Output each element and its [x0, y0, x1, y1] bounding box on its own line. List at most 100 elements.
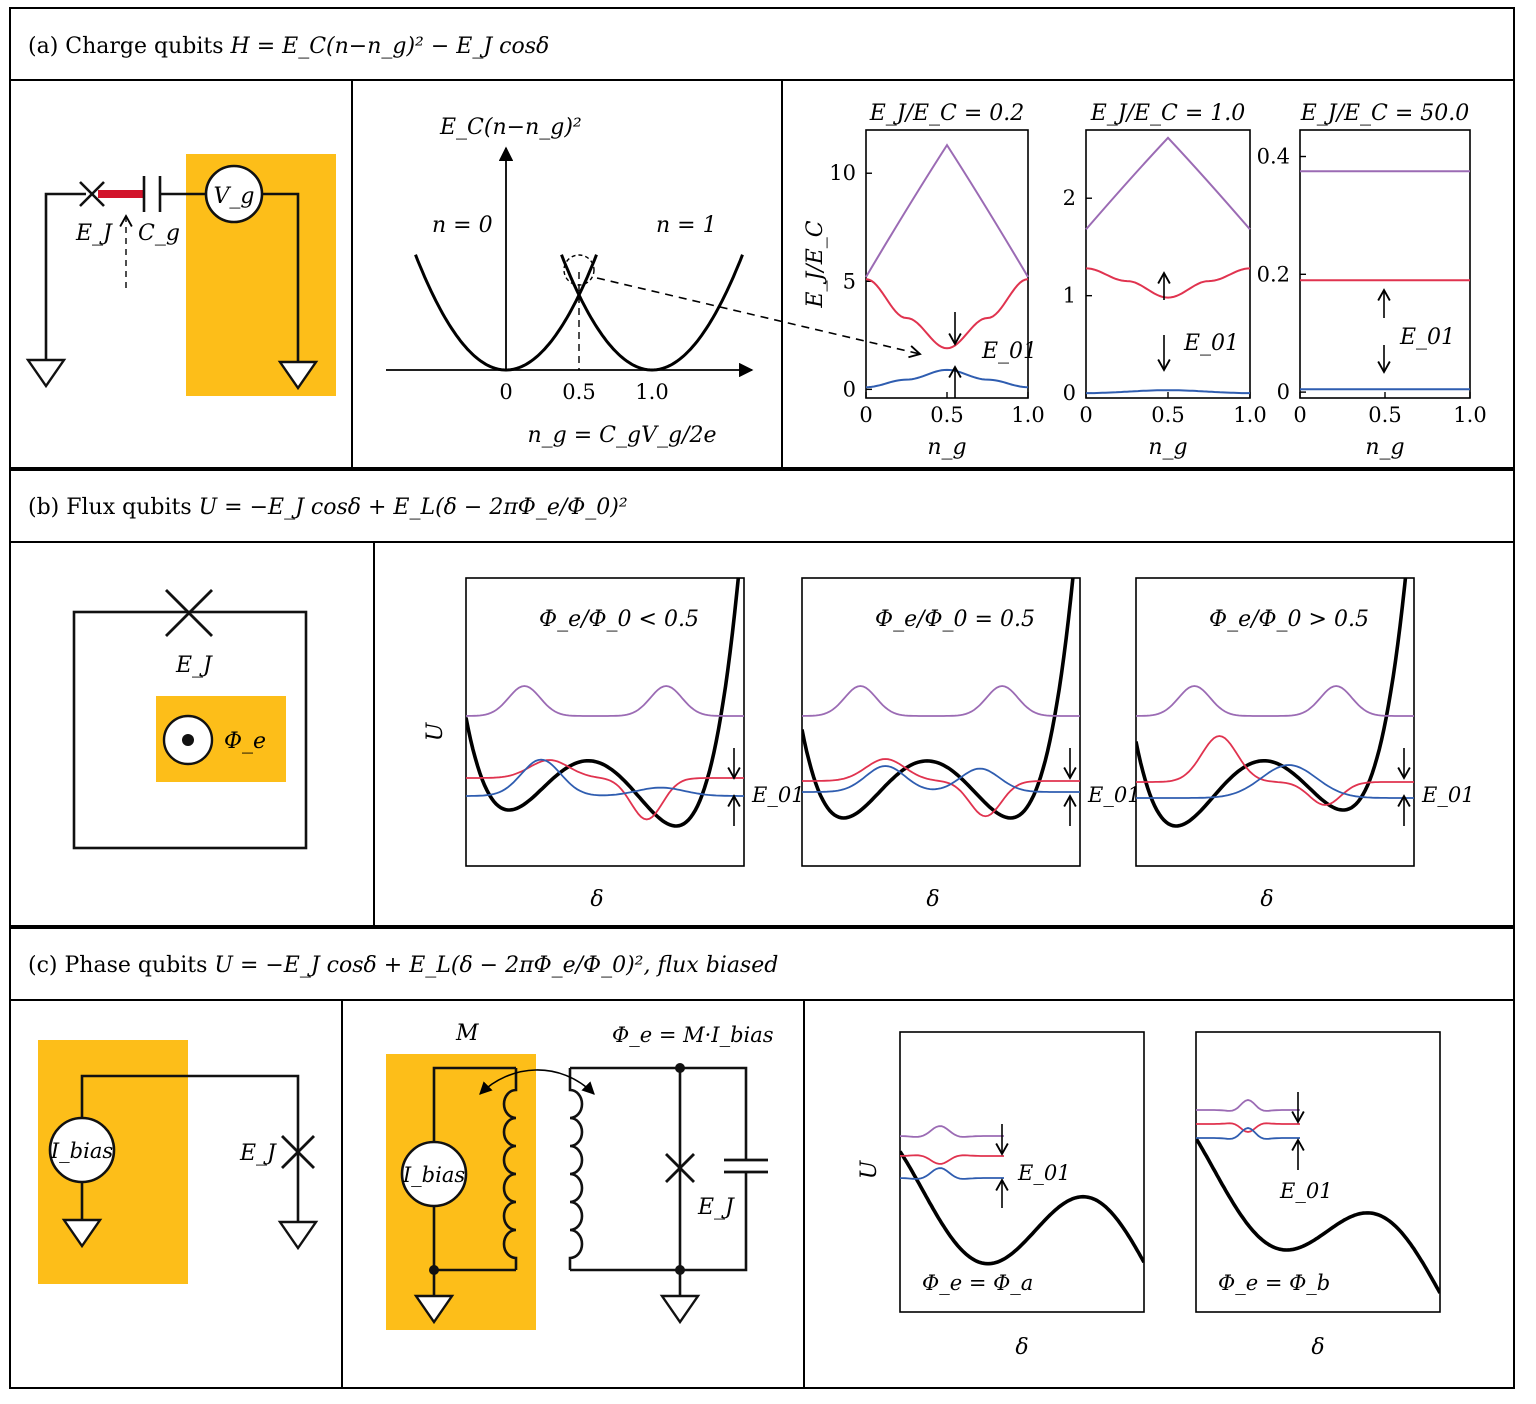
- band-chart-xlabel: n_g: [927, 435, 966, 460]
- flux-potential-title: Φ_e/Φ_0 < 0.5: [539, 607, 699, 632]
- band-chart-title: E_J/E_C = 50.0: [1300, 101, 1470, 126]
- e01-label: E_01: [1399, 325, 1455, 350]
- energy-level: [1196, 1099, 1300, 1112]
- panel-a: (a) Charge qubits H = E_C(n−n_g)² − E_J …: [9, 7, 1515, 469]
- parabola-n1: [560, 254, 744, 372]
- ground-icon: [25, 358, 67, 389]
- y-tick-label: 2: [1063, 186, 1076, 210]
- ground-icon: [659, 1294, 701, 1325]
- current-source: [400, 1140, 468, 1208]
- panel-b-title: (b) Flux qubits U = −E_J cosδ + E_L(δ − …: [28, 495, 628, 520]
- b-ylabel: U: [423, 721, 448, 741]
- primary-inductor: [502, 1068, 518, 1270]
- c-ylabel: U: [857, 1159, 882, 1179]
- x-tick-label: 0.5: [1151, 403, 1184, 427]
- x-tick-label: 1.0: [1233, 403, 1266, 427]
- flux-potential-frame: [801, 577, 1081, 867]
- phase-potential-label: Φ_e = Φ_b: [1218, 1271, 1330, 1295]
- phase-potential-frame: [899, 1031, 1145, 1313]
- energy-level: [900, 1167, 1004, 1180]
- band-chart-frame: [1085, 129, 1251, 399]
- red-wavefunction: [466, 759, 744, 821]
- purple-energy-band: [865, 143, 1029, 278]
- band-chart-title: E_J/E_C = 0.2: [869, 101, 1025, 126]
- flux-potential-frame: [1135, 577, 1415, 867]
- y-tick-label: 0: [843, 377, 856, 401]
- e01-annotations-a: E_01 E_01 E_01: [948, 271, 1455, 398]
- blue-energy-band: [865, 368, 1029, 389]
- tick-label: 0: [499, 380, 512, 404]
- potential-curve: [466, 578, 741, 828]
- y-tick-label: 5: [843, 269, 856, 293]
- red-wavefunction: [802, 758, 1080, 818]
- ground-icon: [277, 1220, 319, 1251]
- tick-label: 0.5: [562, 380, 595, 404]
- e01-label: E_01: [981, 339, 1037, 364]
- purple-wavefunction: [801, 685, 1080, 717]
- purple-wavefunction: [1135, 685, 1414, 717]
- band-chart-title: E_J/E_C = 1.0: [1090, 101, 1246, 126]
- parabola-n0: [414, 254, 598, 372]
- parabola-ylabel: E_C(n−n_g)²: [439, 115, 582, 140]
- charge-qubit-circuit: E_J C_g V_g: [25, 154, 336, 396]
- flux-xlabel: δ: [926, 887, 939, 912]
- ground-icon: [61, 1218, 103, 1249]
- panel-a-content-box: [9, 79, 1515, 469]
- energy-level: [900, 1154, 1004, 1165]
- phi-e-label: Φ_e: [224, 729, 266, 754]
- red-energy-band: [865, 278, 1029, 350]
- flux-potential-title: Φ_e/Φ_0 > 0.5: [1209, 607, 1369, 632]
- purple-wavefunction: [465, 685, 744, 717]
- blue-wavefunction: [1136, 764, 1414, 799]
- ej-label: E_J: [175, 653, 213, 678]
- cg-label: C_g: [138, 221, 180, 246]
- potential-curve: [1196, 1137, 1440, 1294]
- phase-potential-label: Φ_e = Φ_a: [922, 1271, 1033, 1295]
- ground-icon: [413, 1294, 455, 1325]
- label-n0: n = 0: [432, 213, 493, 238]
- e01-label: E_01: [1183, 331, 1239, 356]
- phi-eq-label: Φ_e = M·I_bias: [612, 1023, 774, 1047]
- blue-energy-band: [1086, 389, 1250, 395]
- x-tick-label: 0: [1079, 403, 1092, 427]
- y-tick-label: 1: [1063, 284, 1076, 308]
- e01-label: E_01: [751, 783, 805, 807]
- x-tick-label: 1.0: [1453, 403, 1486, 427]
- flux-xlabel: δ: [1260, 887, 1273, 912]
- band-chart-ylabel: E_J/E_C: [803, 220, 828, 308]
- potential-curve: [802, 578, 1075, 820]
- panel-c-title: (c) Phase qubits U = −E_J cosδ + E_L(δ −…: [28, 953, 778, 978]
- ground-icon: [277, 360, 319, 391]
- phase-qubit-circuit-1: I_bias E_J: [38, 1040, 319, 1284]
- ibias-label: I_bias: [402, 1163, 465, 1187]
- panel-c-content-box: [9, 999, 1515, 1389]
- blue-wavefunction: [802, 765, 1080, 793]
- purple-energy-band: [1085, 136, 1251, 231]
- y-tick-label: 0.4: [1257, 145, 1290, 169]
- tick-label: 1.0: [635, 380, 668, 404]
- y-tick-label: 0: [1063, 381, 1076, 405]
- flux-qubit-circuit: E_J Φ_e: [72, 589, 308, 850]
- junction-island: [98, 190, 144, 198]
- e01-label: E_01: [1421, 783, 1475, 807]
- flux-potential-title: Φ_e/Φ_0 = 0.5: [875, 607, 1035, 632]
- vg-label: V_g: [214, 184, 255, 209]
- flux-xlabel: δ: [590, 887, 603, 912]
- panel-b: (b) Flux qubits U = −E_J cosδ + E_L(δ − …: [9, 469, 1515, 927]
- phase-potential-frame: [1195, 1031, 1441, 1313]
- e01-label: E_01: [1017, 1161, 1071, 1185]
- phase-xlabel: δ: [1015, 1335, 1028, 1360]
- ej-label: E_J: [75, 221, 113, 246]
- ibias-label: I_bias: [50, 1139, 113, 1163]
- potential-curve: [900, 1150, 1144, 1266]
- secondary-inductor: [568, 1068, 584, 1270]
- parabola-sketch: E_C(n−n_g)² n = 0 n = 1 0 0.5 1.0 n_g = …: [386, 115, 922, 448]
- ej-label: E_J: [697, 1195, 735, 1220]
- y-tick-label: 10: [829, 161, 856, 185]
- e01-label: E_01: [1279, 1179, 1333, 1203]
- m-label: M: [455, 1021, 479, 1046]
- panel-b-content-box: [9, 541, 1515, 927]
- x-tick-label: 0: [859, 403, 872, 427]
